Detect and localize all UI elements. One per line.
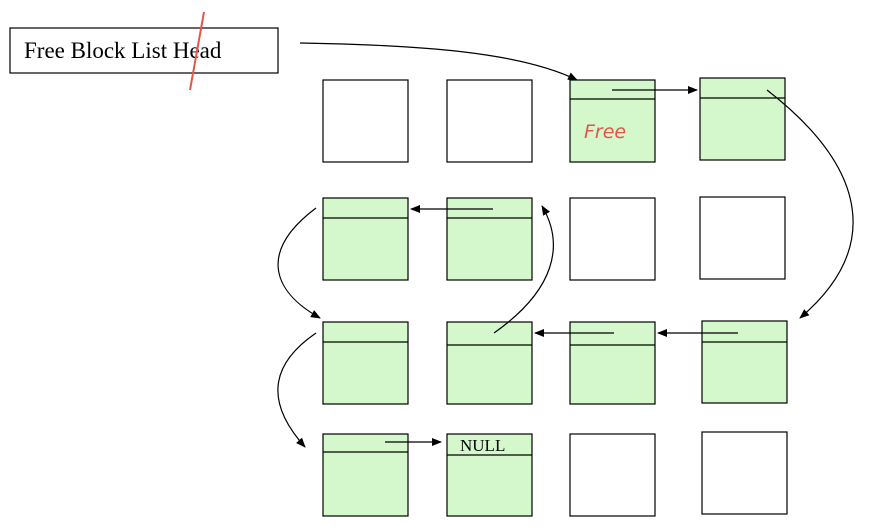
free-block bbox=[446, 321, 533, 405]
block-row-1 bbox=[322, 196, 786, 281]
free-annotation: Free bbox=[584, 121, 626, 143]
null-label: NULL bbox=[460, 436, 505, 455]
free-block bbox=[569, 79, 656, 163]
free-block bbox=[446, 197, 533, 281]
free-block bbox=[446, 433, 533, 517]
empty-block bbox=[446, 79, 533, 163]
free-block bbox=[569, 321, 656, 405]
empty-block bbox=[699, 196, 786, 280]
head-pointer-arrow bbox=[299, 42, 578, 81]
empty-block bbox=[322, 79, 409, 163]
list-head-box: Free Block List Head bbox=[9, 11, 279, 91]
next-pointer-arrow bbox=[493, 205, 554, 334]
next-pointer-arrow bbox=[277, 207, 321, 319]
free-block bbox=[322, 197, 409, 281]
free-block bbox=[322, 321, 409, 405]
block-row-0 bbox=[322, 77, 786, 163]
next-pointer-arrow bbox=[277, 332, 317, 448]
empty-block bbox=[701, 431, 788, 515]
free-block bbox=[322, 433, 409, 517]
next-pointer-arrow bbox=[766, 89, 854, 319]
strikethrough-mark bbox=[189, 11, 205, 91]
empty-block bbox=[569, 197, 656, 281]
list-head-label: Free Block List Head bbox=[24, 38, 222, 63]
free-block bbox=[699, 77, 786, 161]
free-block bbox=[701, 320, 788, 404]
block-row-3 bbox=[322, 431, 788, 517]
empty-block bbox=[569, 433, 656, 517]
block-row-2 bbox=[322, 320, 788, 405]
